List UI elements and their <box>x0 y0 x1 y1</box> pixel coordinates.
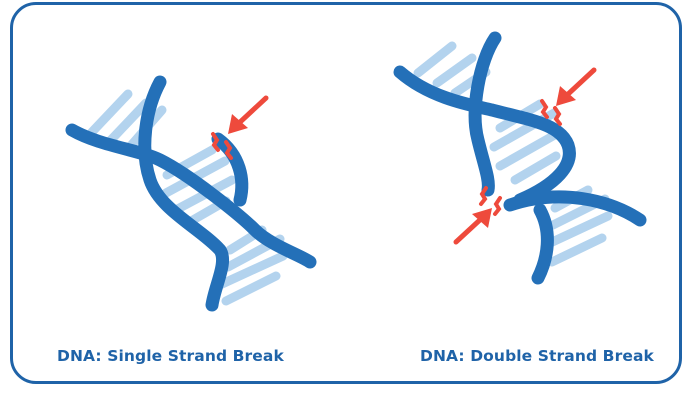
single-helix-rungs <box>92 94 283 301</box>
helix-strand <box>538 210 547 278</box>
single-helix <box>72 82 310 305</box>
double-helix-rungs <box>418 46 608 262</box>
break-arrow <box>228 98 266 134</box>
single-strand-break-label: DNA: Single Strand Break <box>57 347 284 365</box>
rung <box>437 58 472 83</box>
rung <box>418 46 452 73</box>
double-strand-break-label: DNA: Double Strand Break <box>420 347 654 365</box>
double-helix <box>400 38 640 278</box>
helix-strand <box>72 130 310 262</box>
break-arrow-top <box>556 70 594 106</box>
break-arrow-bottom <box>456 208 492 242</box>
